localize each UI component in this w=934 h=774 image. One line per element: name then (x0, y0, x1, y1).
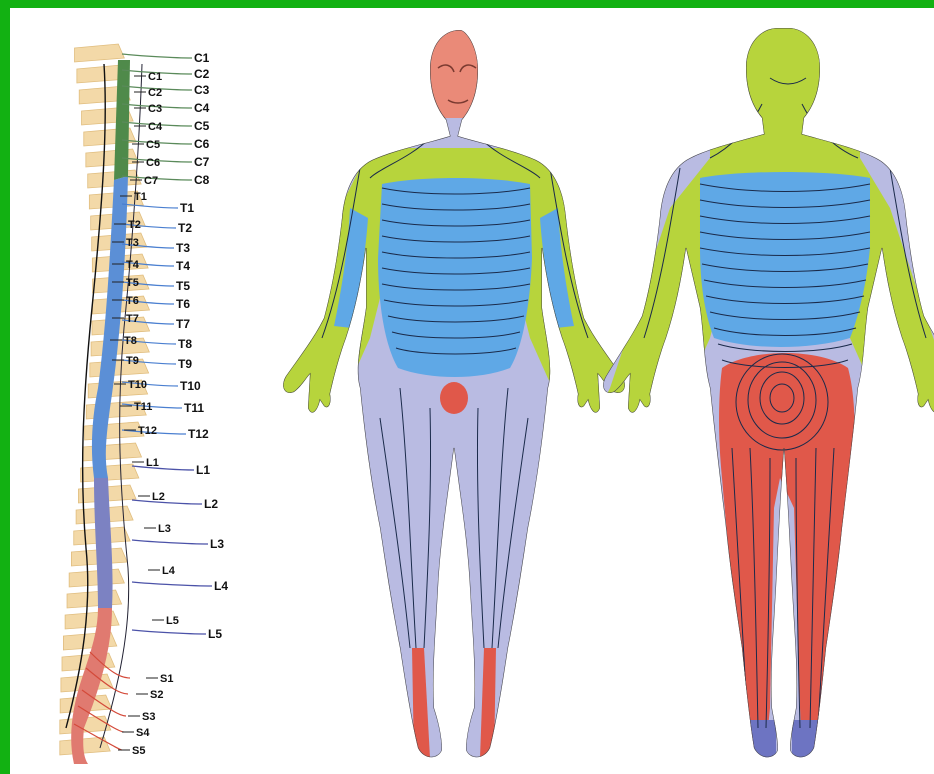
inner-segment-label: C2 (148, 87, 162, 99)
inner-segment-label: C4 (148, 121, 163, 133)
inner-segment-label: C6 (146, 157, 160, 169)
dermatome-label: T6 (176, 297, 190, 311)
nerve-root (132, 500, 202, 504)
inner-segment-label: S2 (150, 689, 163, 701)
inner-segment-label: C3 (148, 103, 162, 115)
dermatome-diagram: C1C2C3C4C5C6C7T1T2T3T4T5T6T7T8T9T10T11T1… (10, 8, 934, 774)
spine-column: C1C2C3C4C5C6C7T1T2T3T4T5T6T7T8T9T10T11T1… (60, 44, 229, 764)
dermatome-label: L2 (204, 497, 218, 511)
vertebra (83, 443, 142, 461)
nerve-root (122, 54, 192, 58)
dermatome-label: T9 (178, 357, 192, 371)
vertebra (69, 569, 124, 587)
inner-segment-label: T7 (126, 313, 139, 325)
nerve-root (132, 466, 194, 470)
nerve-root (132, 540, 208, 544)
inner-segment-label: C5 (146, 139, 160, 151)
dermatome-label: C7 (194, 155, 210, 169)
dermatome-label: L1 (196, 463, 210, 477)
inner-segment-label: S4 (136, 727, 150, 739)
dermatome-label: C6 (194, 137, 210, 151)
dermatome-label: C2 (194, 67, 210, 81)
nerve-root (132, 630, 206, 634)
dermatome-label: T3 (176, 241, 190, 255)
vertebra (92, 317, 150, 335)
dermatome-label: C4 (194, 101, 210, 115)
dermatome-label: T5 (176, 279, 190, 293)
inner-segment-label: T10 (128, 379, 147, 391)
inner-segment-label: S1 (160, 673, 173, 685)
dermatome-label: C1 (194, 51, 210, 65)
dermatome-label: C3 (194, 83, 210, 97)
dermatome-label: L3 (210, 537, 224, 551)
dermatome-label: T11 (184, 401, 204, 415)
inner-segment-label: T3 (126, 237, 139, 249)
inner-segment-label: T9 (126, 355, 139, 367)
dermatome-label: T10 (180, 379, 201, 393)
inner-segment-label: T8 (124, 335, 137, 347)
figure-posterior (580, 8, 934, 774)
dermatome-label: C8 (194, 173, 210, 187)
inner-segment-label: S3 (142, 711, 155, 723)
inner-segment-label: T12 (138, 425, 157, 437)
inner-segment-label: S5 (132, 745, 145, 757)
inner-segment-label: L2 (152, 491, 165, 503)
dermatome-label: C5 (194, 119, 210, 133)
dermatome-label: T7 (176, 317, 190, 331)
nerve-root (132, 582, 212, 586)
figure-anterior (260, 8, 650, 774)
vertebra (91, 338, 149, 356)
dermatome-label: T1 (180, 201, 194, 215)
vertebra (86, 149, 139, 167)
dermatome-label: L5 (208, 627, 222, 641)
inner-segment-label: T11 (134, 401, 152, 413)
inner-segment-label: L5 (166, 615, 179, 627)
inner-segment-label: C1 (148, 71, 162, 83)
dermatome-label: T2 (178, 221, 192, 235)
inner-segment-label: L4 (162, 565, 176, 577)
inner-segment-label: T6 (126, 295, 139, 307)
dermatome-label: T4 (176, 259, 190, 273)
inner-segment-label: T4 (126, 259, 140, 271)
inner-segment-label: T5 (126, 277, 139, 289)
inner-segment-label: L1 (146, 457, 159, 469)
dermatome-label: L4 (214, 579, 228, 593)
vertebra (81, 464, 139, 482)
dermatome-label: T12 (188, 427, 209, 441)
inner-segment-label: T2 (128, 219, 141, 231)
inner-segment-label: C7 (144, 175, 158, 187)
vertebra (67, 590, 122, 608)
inner-segment-label: L3 (158, 523, 171, 535)
vertebra (75, 44, 125, 62)
dermatome-label: T8 (178, 337, 192, 351)
inner-segment-label: T1 (134, 191, 147, 203)
